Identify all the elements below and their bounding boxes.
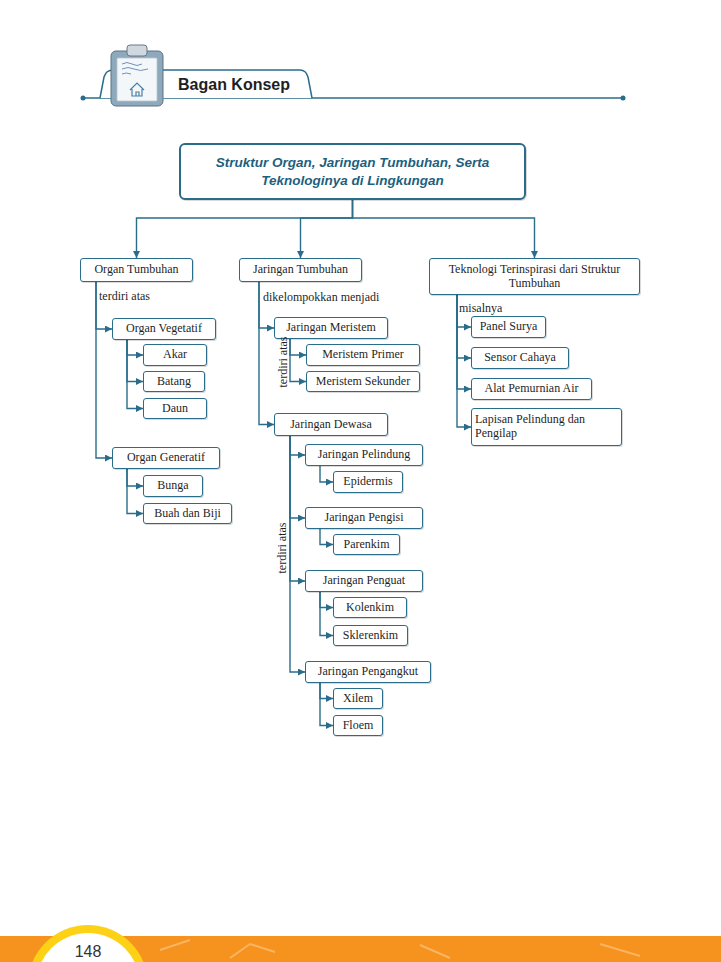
concept-box: Meristem Sekunder: [306, 371, 420, 392]
concept-box: Meristem Primer: [306, 344, 420, 366]
connector-arrow: [353, 200, 535, 258]
connector-arrow: [127, 469, 143, 486]
concept-text: Buah dan Biji: [154, 507, 221, 521]
concept-box: Batang: [143, 371, 205, 392]
concept-box: Teknologi Terinspirasi dari Struktur Tum…: [429, 258, 640, 295]
concept-text: Akar: [163, 348, 187, 362]
connector-arrow: [127, 469, 143, 514]
connector-arrow: [137, 200, 353, 258]
concept-text: Teknologi Terinspirasi dari Struktur Tum…: [433, 263, 636, 291]
concept-box: Jaringan Pelindung: [305, 444, 423, 466]
topic-text: Struktur Organ, Jaringan Tumbuhan, Serta…: [187, 154, 518, 189]
concept-box: Sensor Cahaya: [471, 347, 569, 369]
connector-arrow: [259, 282, 274, 328]
concept-box: Kolenkim: [333, 597, 407, 618]
concept-text: Organ Generatif: [127, 451, 205, 465]
concept-text: Meristem Sekunder: [316, 375, 410, 389]
page-number-disc: [36, 933, 140, 962]
connector-label: dikelompokkan menjadi: [263, 290, 379, 304]
concept-text: Jaringan Pengangkut: [318, 665, 418, 679]
concept-box: Organ Generatif: [112, 447, 220, 469]
concept-box: Alat Pemurnian Air: [471, 378, 592, 400]
concept-text: Kolenkim: [346, 601, 394, 615]
connector-arrow: [127, 340, 143, 355]
clipboard-paper: [117, 58, 157, 101]
concept-box: Organ Vegetatif: [112, 318, 216, 340]
footer-pattern: [160, 940, 640, 958]
concept-box: Jaringan Pengisi: [305, 507, 423, 529]
concept-text: Organ Vegetatif: [126, 322, 202, 336]
concept-box: Floem: [333, 715, 383, 736]
concept-text: Bunga: [157, 479, 188, 493]
connector-arrow: [301, 200, 353, 258]
concept-text: Parenkim: [344, 538, 390, 552]
rule-dot: [81, 96, 86, 101]
concept-box: Panel Surya: [471, 316, 546, 338]
concept-text: Alat Pemurnian Air: [485, 382, 579, 396]
concept-text: Batang: [157, 375, 191, 389]
concept-text: Jaringan Penguat: [323, 574, 405, 588]
concept-box: Organ Tumbuhan: [80, 258, 193, 282]
concept-text: Panel Surya: [480, 320, 538, 334]
connector-label: terdiri atas: [276, 337, 290, 388]
connector-arrow: [290, 436, 305, 518]
clipboard-scribble: [122, 63, 148, 75]
concept-box: Sklerenkim: [333, 625, 408, 646]
connector-arrow: [290, 436, 305, 672]
concept-text: Jaringan Pengisi: [325, 511, 404, 525]
concept-box: Buah dan Biji: [143, 503, 232, 524]
topic-box: Struktur Organ, Jaringan Tumbuhan, Serta…: [179, 143, 526, 200]
connector-label: terdiri atas: [275, 523, 289, 574]
concept-box: Xilem: [333, 688, 383, 709]
clipboard-clip: [127, 45, 147, 56]
connector-arrow: [320, 466, 333, 482]
page-number-ring: [28, 925, 148, 962]
connector-arrow: [127, 340, 143, 382]
concept-text: Jaringan Meristem: [286, 321, 376, 335]
connector-arrow: [320, 529, 333, 545]
concept-text: Sklerenkim: [343, 629, 398, 643]
page-heading: Bagan Konsep: [178, 76, 290, 94]
concept-box: Jaringan Pengangkut: [305, 661, 431, 683]
house-symbol: [130, 83, 144, 96]
concept-box: Lapisan Pelindung dan Pengilap: [471, 408, 622, 446]
concept-box: Jaringan Meristem: [274, 317, 388, 339]
concept-text: Xilem: [343, 692, 373, 706]
concept-text: Sensor Cahaya: [484, 351, 556, 365]
connector-arrow: [320, 683, 333, 699]
concept-box: Bunga: [143, 475, 203, 497]
connector-arrow: [320, 592, 333, 636]
rule-dot: [621, 96, 626, 101]
concept-text: Organ Tumbuhan: [94, 263, 178, 277]
connector-arrow: [320, 683, 333, 726]
connector-label: terdiri atas: [99, 289, 150, 303]
concept-text: Jaringan Pelindung: [318, 448, 410, 462]
connector-arrow: [96, 282, 112, 458]
concept-box: Jaringan Dewasa: [274, 413, 388, 436]
concept-box: Jaringan Penguat: [305, 570, 423, 592]
clipboard-board: [111, 51, 163, 106]
concept-text: Meristem Primer: [322, 348, 404, 362]
page-number: 148: [75, 943, 102, 961]
connector-label: misalnya: [459, 301, 502, 315]
concept-box: Parenkim: [333, 534, 400, 555]
concept-text: Jaringan Tumbuhan: [253, 263, 348, 277]
concept-box: Epidermis: [333, 471, 403, 493]
concept-text: Daun: [162, 402, 188, 416]
concept-text: Floem: [343, 719, 374, 733]
connector-arrow: [290, 339, 306, 355]
connector-arrow: [290, 436, 305, 455]
connector-arrow: [127, 340, 143, 409]
concept-box: Jaringan Tumbuhan: [239, 258, 362, 282]
concept-text: Jaringan Dewasa: [290, 418, 372, 432]
connector-arrow: [290, 339, 306, 382]
clipboard-icon: [111, 45, 163, 106]
connector-arrow: [290, 436, 305, 581]
connector-arrow: [320, 592, 333, 608]
concept-text: Epidermis: [343, 475, 392, 489]
concept-text: Lapisan Pelindung dan Pengilap: [475, 413, 618, 441]
concept-box: Akar: [143, 344, 207, 366]
concept-box: Daun: [143, 398, 207, 419]
